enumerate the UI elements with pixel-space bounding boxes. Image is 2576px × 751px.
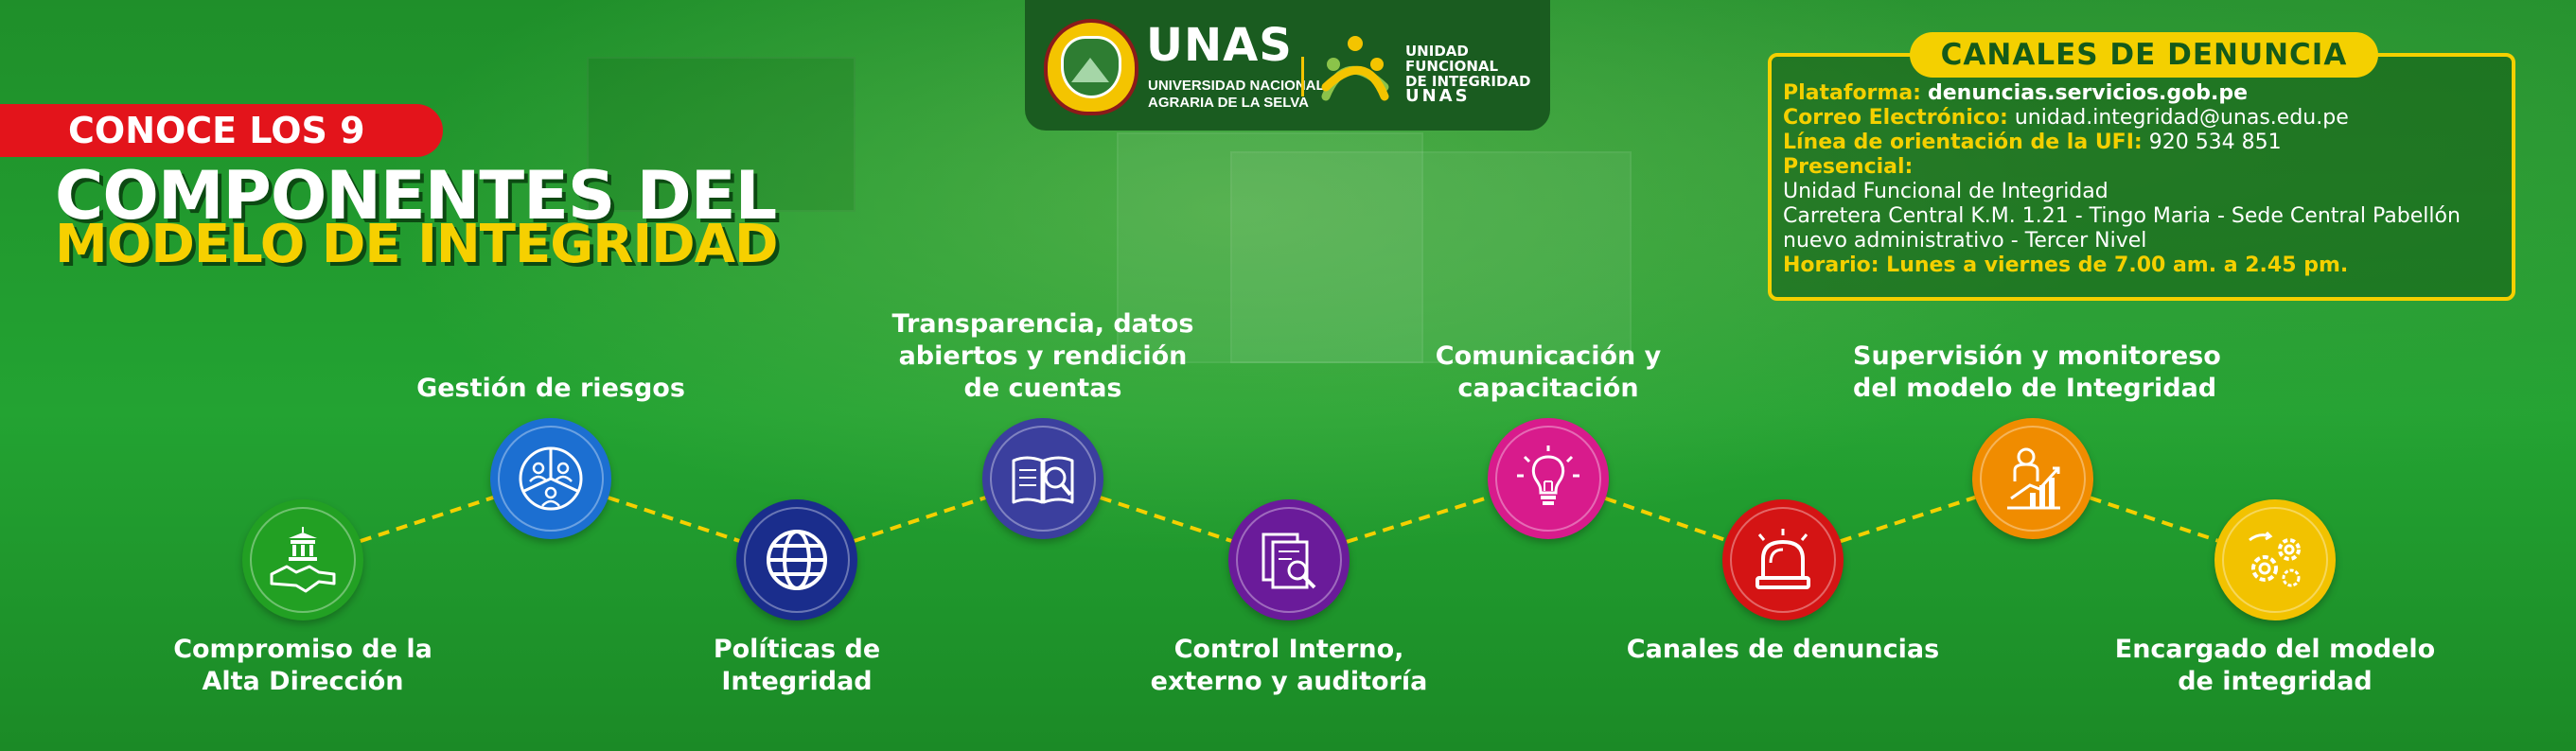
alarm-siren-icon [1756,529,1810,589]
contact-presencial-label: Presencial: [1783,155,1914,179]
email-link[interactable]: unidad.integridad@unas.edu.pe [2014,106,2349,130]
component-label: Encargado del modelo de integridad [2095,634,2455,698]
contact-address-3: nuevo administrativo - Tercer Nivel [1783,229,2147,253]
logo-name: UNAS [1146,19,1293,72]
contact-address-1: Unidad Funcional de Integridad [1783,180,2108,203]
ufi-text-3: DE INTEGRIDAD [1405,73,1531,90]
component-node [736,499,857,620]
component-label-line: de integridad [2178,667,2373,696]
background-building [1117,132,1423,363]
component-node [1488,418,1609,539]
presenter-chart-icon [2007,447,2060,510]
component-label: Comunicación y capacitación [1368,341,1728,405]
component-label-line: Alta Dirección [202,667,404,696]
component-label-line: Canales de denuncias [1626,635,1940,664]
component-label-line: Encargado del modelo [2114,635,2436,664]
contact-title: CANALES DE DENUNCIA [1910,32,2378,78]
headline-line-2: MODELO DE INTEGRIDAD [55,214,778,275]
contact-platform: Plataforma: denuncias.servicios.gob.pe [1783,81,2249,105]
component-node [1722,499,1844,620]
component-label-line: Integridad [721,667,873,696]
open-book-icon [1012,456,1074,504]
component-node [242,499,363,620]
ufi-logo-icon [1321,36,1389,101]
component-label-line: Gestión de riesgos [416,374,685,403]
component-label-line: Control Interno, [1173,635,1404,664]
component-label-line: del modelo de Integridad [1853,374,2217,403]
component-label: Control Interno, externo y auditoría [1109,634,1469,698]
component-label-line: Políticas de [713,635,881,664]
connector-line [1346,495,1491,544]
headline-line-1: COMPONENTES DEL [55,157,777,235]
connector-line [1840,495,1976,544]
component-label-line: externo y auditoría [1150,667,1428,696]
component-label-line: de cuentas [963,374,1122,403]
component-node [2214,499,2336,620]
connector-line [608,496,740,543]
background-building [1230,151,1632,363]
connector-line [360,496,494,543]
headline-kicker: CONOCE LOS 9 [0,104,443,157]
component-label-line: Transparencia, datos [891,309,1194,339]
background-building [587,57,856,212]
contact-address-2: Carretera Central K.M. 1.21 - Tingo Mari… [1783,204,2461,228]
university-crest-icon [1044,19,1138,115]
risk-users-icon [519,446,583,511]
component-label-line: capacitación [1457,374,1639,403]
component-label-line: Compromiso de la [173,635,432,664]
component-node [1228,499,1350,620]
contact-phone: Línea de orientación de la UFI: 920 534 … [1783,131,2282,154]
ufi-text-1: UNIDAD [1405,43,1469,60]
contact-email: Correo Electrónico: unidad.integridad@un… [1783,106,2349,130]
component-label: Políticas de Integridad [617,634,977,698]
component-label: Canales de denuncias [1603,634,1963,666]
component-label: Supervisión y monitoreso del modelo de In… [1853,341,2221,405]
document-search-icon [1262,533,1316,589]
logo-header: UNAS UNIVERSIDAD NACIONAL AGRARIA DE LA … [1025,0,1550,131]
component-node [490,418,611,539]
phone-number: 920 534 851 [2148,131,2282,154]
connector-line [1100,496,1232,543]
ufi-text-2: FUNCIONAL [1405,58,1499,75]
component-label-line: abiertos y rendición [898,341,1188,371]
headline-kicker-text: CONOCE LOS 9 [68,110,365,151]
connector-line [1604,497,1727,542]
component-node [982,418,1103,539]
globe-icon [767,530,827,590]
component-label: Compromiso de la Alta Dirección [123,634,483,698]
contact-hours: Horario: Lunes a viernes de 7.00 am. a 2… [1783,253,2349,277]
component-label: Gestión de riesgos [371,373,731,405]
logo-subtitle-1: UNIVERSIDAD NACIONAL [1148,78,1325,94]
connector-line [2090,496,2218,543]
component-node [1972,418,2093,539]
component-label-line: Comunicación y [1435,341,1662,371]
logo-subtitle-2: AGRARIA DE LA SELVA [1148,95,1310,111]
component-label-line: Supervisión y monitoreso [1853,341,2221,371]
ufi-text-4: UNAS [1405,86,1471,106]
platform-link[interactable]: denuncias.servicios.gob.pe [1927,81,2249,105]
logo-divider [1301,57,1304,96]
handshake-building-icon [270,527,336,593]
lightbulb-icon [1517,445,1579,505]
gears-icon [2249,531,2301,587]
connector-line [854,496,986,543]
